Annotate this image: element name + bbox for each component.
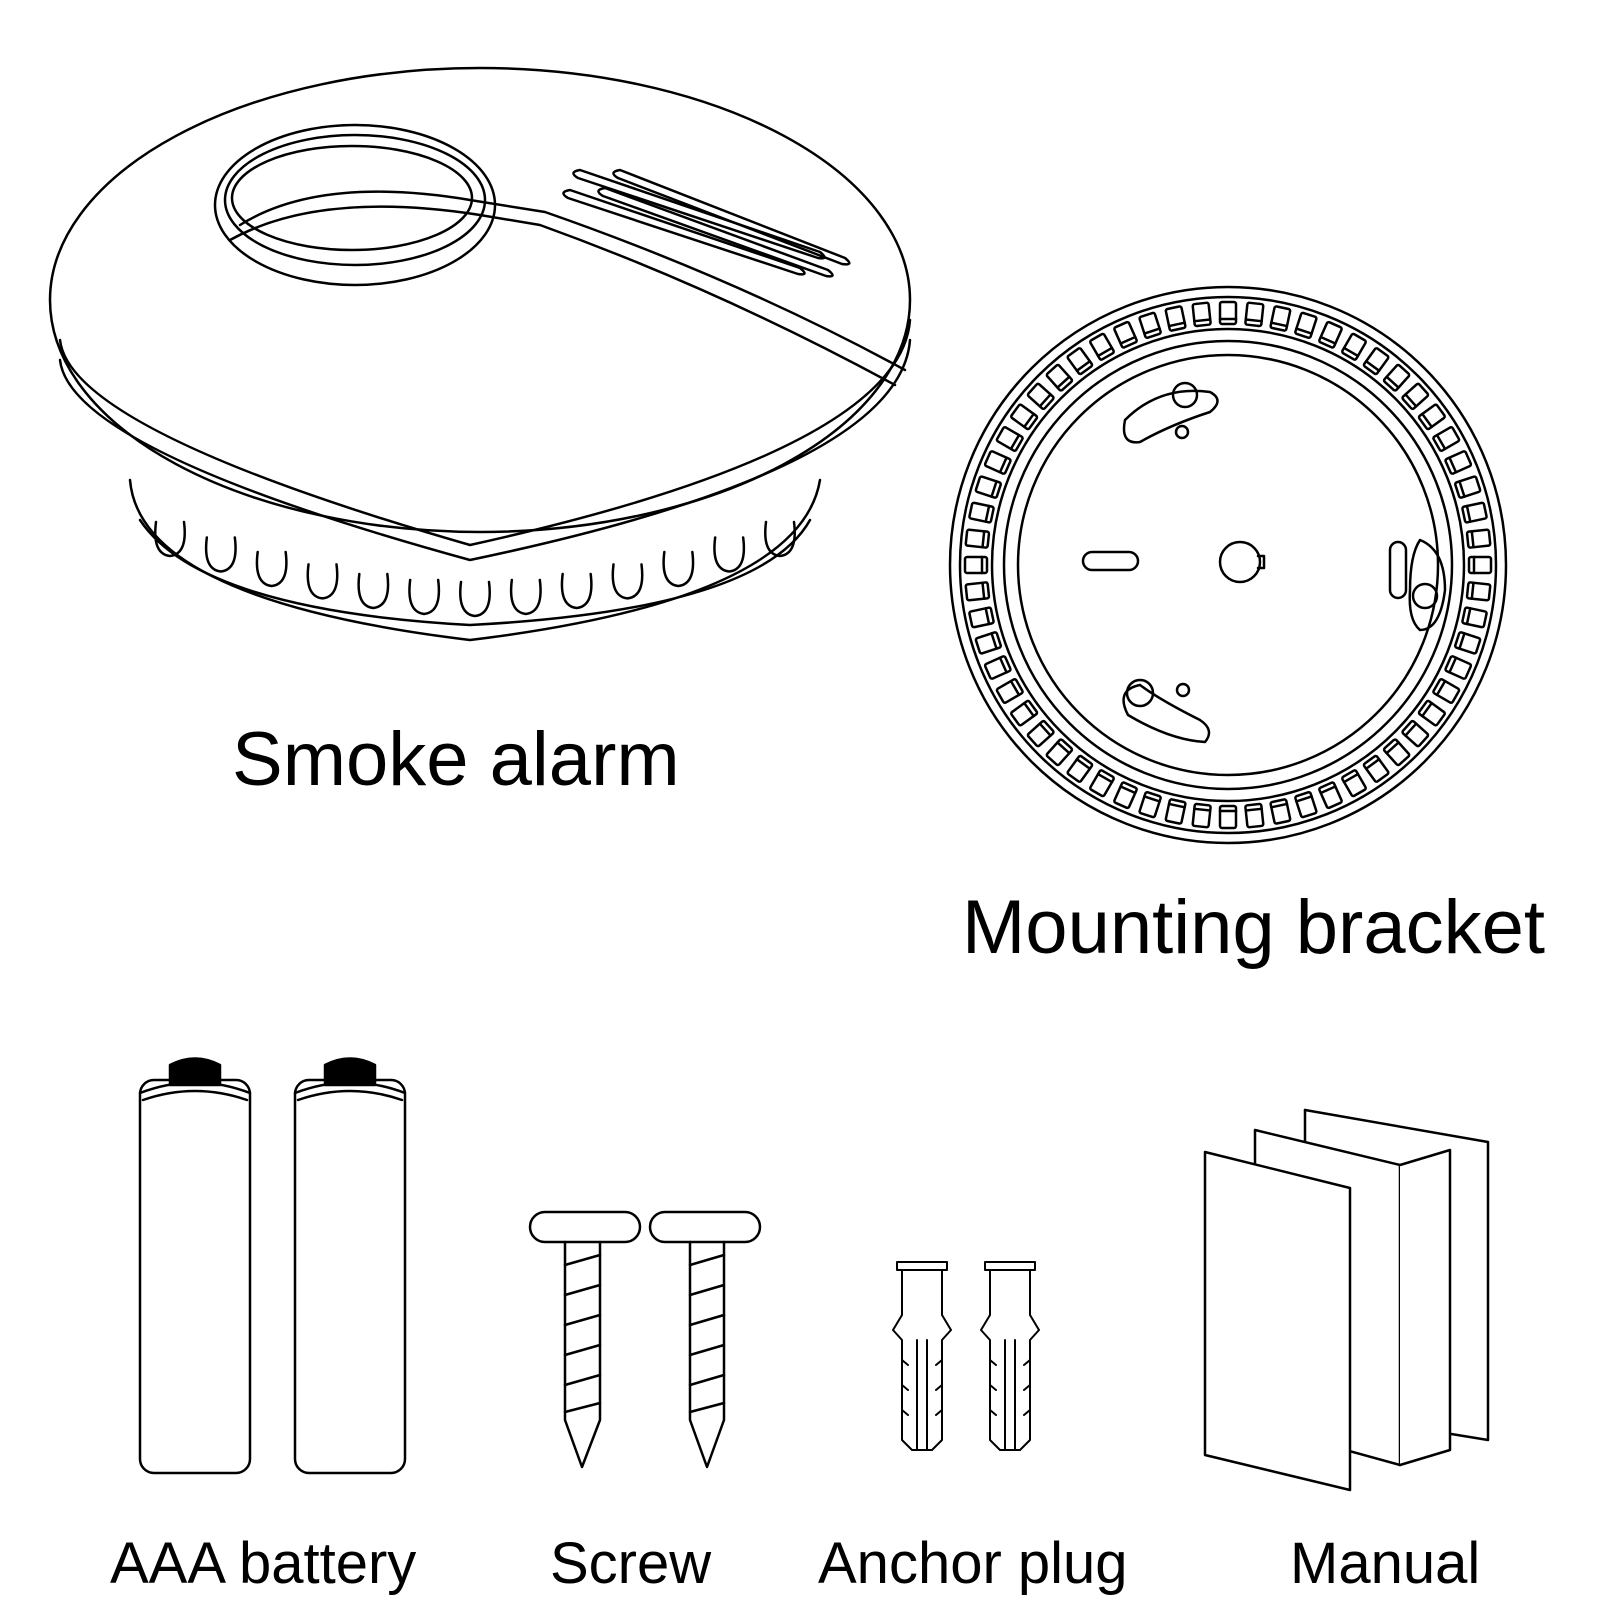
screw-icon	[528, 1210, 642, 1469]
screw-label: Screw	[550, 1531, 712, 1596]
anchor-plug-icon	[892, 1261, 952, 1451]
anchor-plug-icon	[980, 1261, 1040, 1451]
battery-icon	[293, 1057, 407, 1475]
smoke-alarm-label: Smoke alarm	[232, 717, 680, 802]
mounting-bracket-label: Mounting bracket	[962, 885, 1545, 970]
bracket-ribs	[963, 300, 1493, 830]
screw-icon	[648, 1210, 762, 1469]
manual-label: Manual	[1290, 1531, 1481, 1596]
alarm-vents	[154, 520, 796, 618]
mounting-bracket-illustration	[948, 285, 1508, 845]
manual-icon	[1203, 1108, 1490, 1492]
battery-icon	[138, 1057, 252, 1475]
anchor-plug-label: Anchor plug	[818, 1531, 1128, 1596]
smoke-alarm-illustration	[48, 66, 912, 642]
battery-label: AAA battery	[110, 1531, 417, 1596]
